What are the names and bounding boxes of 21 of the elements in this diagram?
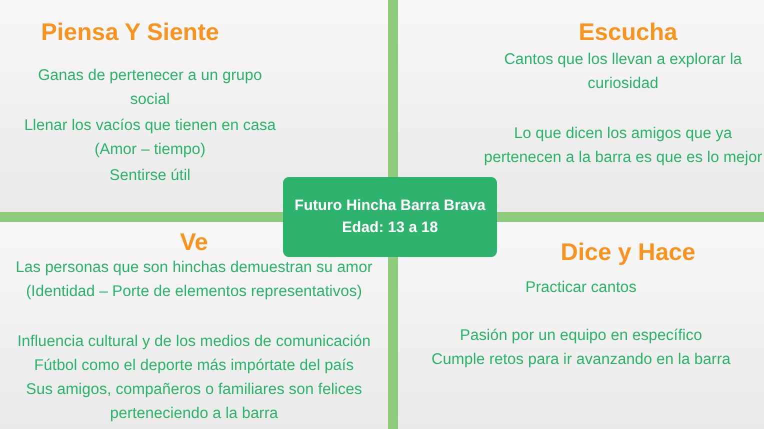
note-text: Las personas que son hinchas demuestran su amor (Identidad – Porte de elementos representativos) bbox=[14, 258, 374, 302]
quadrant-panel bbox=[398, 0, 764, 212]
note-text: Lo que dicen los amigos que ya pertenecen a la barra es que es lo mejor bbox=[482, 124, 764, 168]
note-text: Cantos que los llevan a explorar la curiosidad bbox=[503, 50, 743, 94]
note-text: Fútbol como el deporte más impórtate del país bbox=[33, 356, 355, 376]
note-text: Pasión por un equipo en específico bbox=[458, 326, 704, 346]
persona-box bbox=[283, 177, 497, 257]
note-text: Cumple retos para ir avanzando en la barra bbox=[430, 350, 732, 370]
persona-name: Futuro Hincha Barra Brava bbox=[294, 196, 486, 216]
quadrant-heading: Dice y Hace bbox=[560, 238, 696, 268]
note-text: Sentirse útil bbox=[108, 166, 192, 186]
quadrant-heading: Escucha bbox=[578, 18, 678, 48]
note-text: Influencia cultural y de los medios de comunicación bbox=[16, 332, 372, 352]
note-text: Practicar cantos bbox=[524, 278, 638, 298]
note-text: Sus amigos, compañeros o familiares son felices perteneciendo a la barra bbox=[25, 380, 363, 424]
note-text: Llenar los vacíos que tienen en casa (Amor – tiempo) bbox=[23, 116, 277, 160]
quadrant-heading: Piensa Y Siente bbox=[40, 18, 220, 48]
persona-detail: Edad: 13 a 18 bbox=[342, 218, 438, 238]
quadrant-panel bbox=[0, 222, 388, 429]
note-text: Ganas de pertenecer a un grupo social bbox=[36, 66, 264, 110]
quadrant-heading: Ve bbox=[178, 228, 210, 258]
